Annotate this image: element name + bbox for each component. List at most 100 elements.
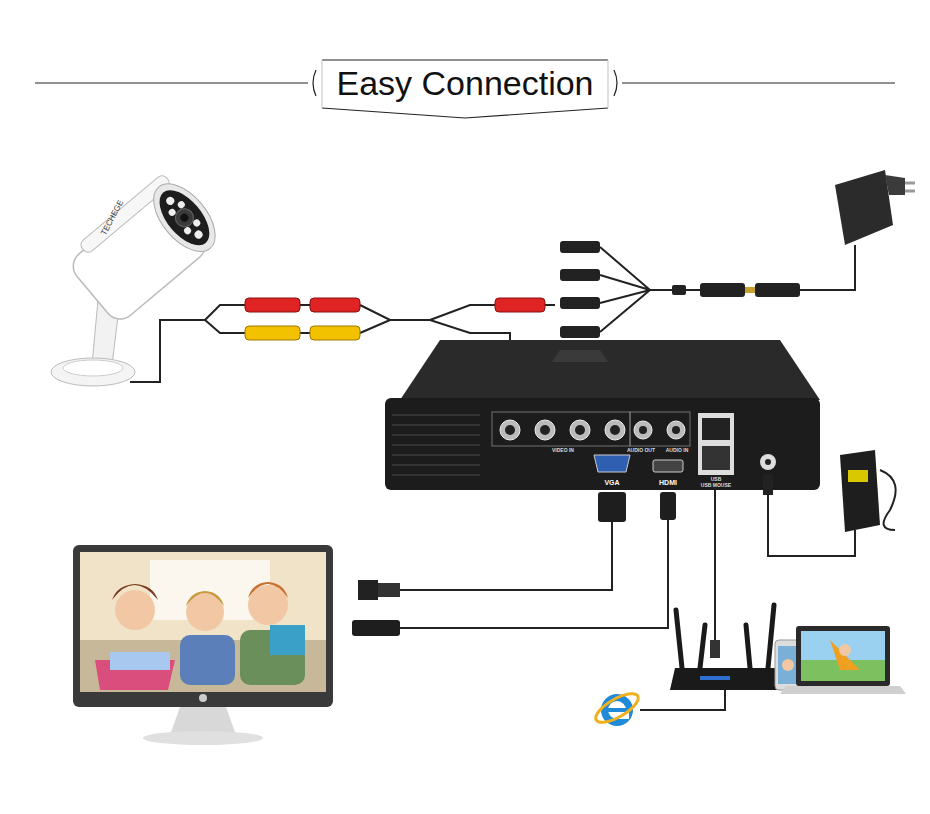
router-part-part — [700, 625, 705, 668]
power-splitter-part — [755, 283, 800, 297]
dvr-part — [552, 350, 608, 362]
camera-part-part — [183, 226, 193, 236]
camera-part-part — [165, 195, 176, 206]
power-adapter-part — [905, 190, 915, 193]
wire-part — [205, 305, 245, 333]
power-splitter-part — [700, 283, 745, 297]
router-part — [676, 605, 774, 668]
monitor-part — [180, 635, 235, 685]
dvr-part-part — [392, 414, 480, 416]
dvr-part — [702, 418, 730, 440]
router-part-part — [746, 625, 750, 668]
wire-part — [880, 470, 896, 530]
title-frame-part — [35, 82, 308, 83]
port-label: AUDIO OUT — [627, 448, 655, 454]
port-label: AUDIO IN — [666, 448, 689, 454]
title-frame-part — [614, 70, 617, 96]
dvr-part-part — [672, 426, 680, 434]
monitor-part — [378, 583, 400, 597]
camera-part-part — [167, 207, 177, 217]
laptop-part — [830, 640, 860, 670]
camera-part-part — [142, 173, 227, 263]
power-adapter-part — [905, 182, 915, 185]
wire-part — [800, 245, 855, 290]
browser-icon — [592, 688, 643, 728]
port-label: VIDEO IN — [552, 448, 574, 454]
brand-label: TECHEGE — [100, 199, 126, 237]
monitor-part — [186, 591, 224, 606]
dvr-part-part — [610, 425, 620, 435]
camera-part — [51, 358, 135, 386]
rca-connector-part — [245, 298, 300, 312]
power-splitter-part — [560, 269, 600, 281]
dvr-part-part — [500, 420, 520, 440]
dvr-part — [702, 446, 730, 470]
wire-part — [600, 247, 650, 332]
dvr-part-part — [667, 421, 685, 439]
dvr-part-part — [392, 444, 480, 446]
wire-part — [360, 305, 430, 333]
power-splitter-part — [672, 285, 686, 295]
monitor-part — [352, 620, 400, 636]
dvr-part-part — [634, 421, 652, 439]
monitor-part — [170, 707, 236, 735]
port-label: VGA — [604, 479, 619, 487]
wire — [130, 245, 896, 710]
dvr-part — [400, 340, 820, 400]
monitor-part — [73, 545, 333, 707]
title-frame — [35, 60, 895, 118]
monitor-part — [80, 552, 326, 692]
port-label: HDMI — [659, 479, 677, 487]
dvr-part — [492, 412, 630, 446]
rca-connector-part — [310, 298, 360, 312]
dvr — [385, 340, 820, 522]
phone-part — [782, 659, 794, 671]
camera-part-part — [179, 212, 190, 223]
router-part-part — [676, 610, 682, 668]
laptop — [780, 626, 906, 694]
wire-part — [300, 305, 310, 333]
title-frame-part — [313, 60, 608, 118]
dvr-part — [385, 398, 820, 490]
power-brick-part — [840, 450, 880, 532]
dvr-part — [598, 492, 626, 522]
power-brick-part — [848, 470, 868, 482]
power-splitter-part — [560, 326, 600, 338]
camera-part-part — [176, 200, 186, 210]
dvr-part — [392, 415, 480, 475]
monitor-part — [110, 652, 170, 670]
router-part — [700, 676, 730, 680]
monitor-part — [143, 731, 263, 745]
camera-part-part — [193, 229, 204, 240]
dvr-part — [594, 455, 630, 472]
power-adapter-part — [885, 175, 905, 195]
dvr-part — [500, 420, 685, 440]
camera — [51, 167, 227, 386]
monitor-part — [112, 584, 158, 600]
dvr-part — [760, 454, 776, 470]
dvr-part-part — [540, 425, 550, 435]
monitor-part — [270, 625, 305, 655]
page-title: Easy Connection — [336, 65, 593, 102]
rca-connector-part — [495, 298, 545, 312]
wire-part — [768, 488, 855, 556]
dvr-part-part — [392, 474, 480, 476]
power-adapter-part — [835, 170, 893, 245]
power-brick — [840, 450, 880, 532]
dvr-part-part — [505, 425, 515, 435]
dvr-part — [698, 413, 734, 475]
power-splitter-part — [560, 297, 600, 309]
dvr-part — [763, 475, 773, 495]
dvr-part — [630, 412, 690, 446]
wire-part — [714, 490, 716, 640]
monitor-part — [199, 694, 207, 702]
power-adapter — [835, 170, 915, 245]
monitor-part — [248, 585, 288, 625]
wire-part — [400, 492, 612, 590]
monitor — [73, 545, 400, 745]
power-splitter-part — [745, 287, 755, 293]
dvr-part-part — [639, 426, 647, 434]
